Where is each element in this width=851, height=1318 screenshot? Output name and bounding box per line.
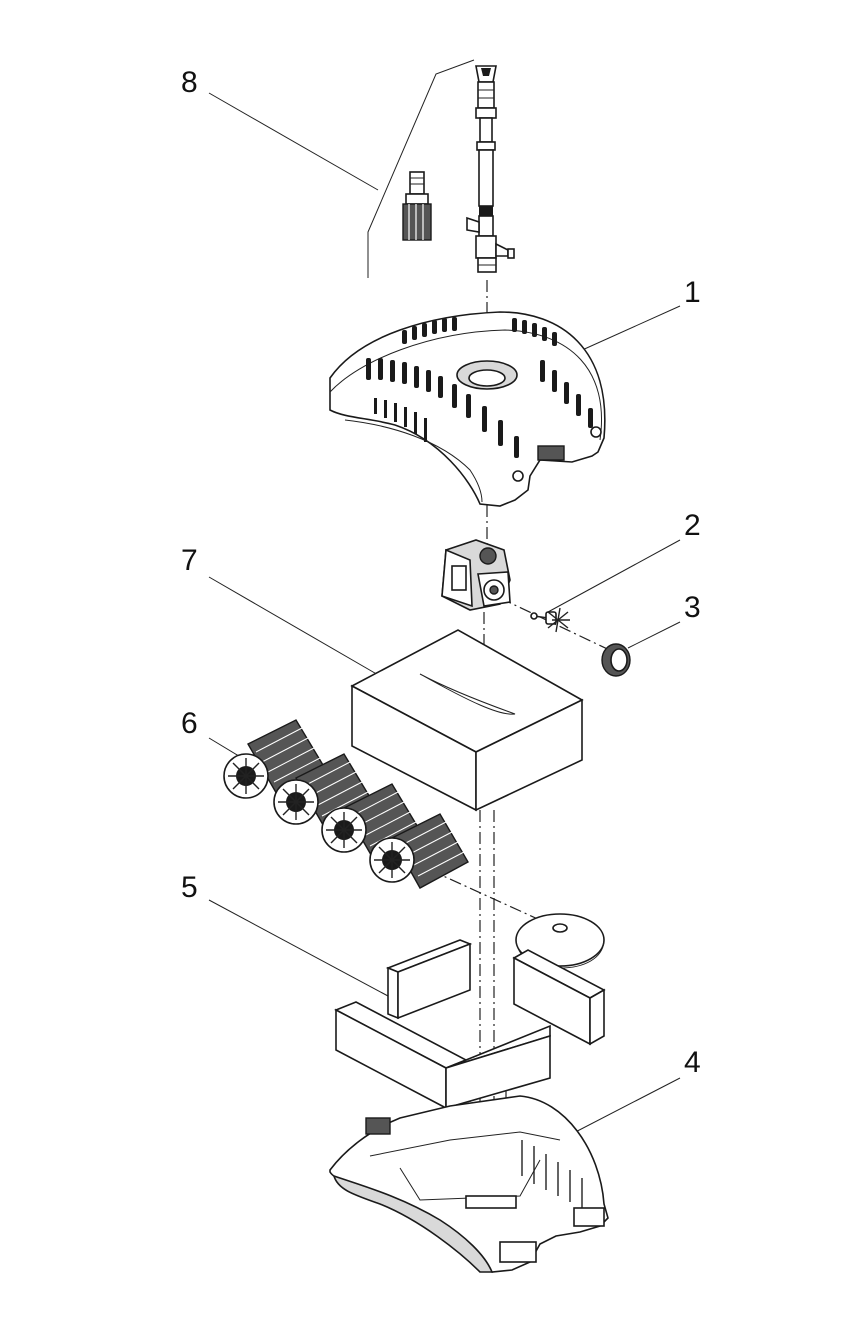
- base-ribs: [521, 1140, 583, 1208]
- callout-5: 5: [181, 871, 198, 904]
- cover-front-grille: [374, 398, 427, 442]
- filter-brushes: [223, 719, 469, 889]
- callout-3: 3: [684, 591, 701, 624]
- cover-vent-slots: [366, 317, 593, 458]
- callout-2: 2: [684, 509, 701, 542]
- filter-brush-3: [321, 783, 423, 861]
- top-cover: [329, 311, 606, 507]
- foam-bar-rear-right: [512, 949, 606, 1046]
- leader-lines: [208, 92, 681, 1141]
- base-housing: [329, 1095, 609, 1273]
- ring-seal: [601, 643, 631, 677]
- callout-7: 7: [181, 544, 198, 577]
- callout-1: 1: [684, 276, 701, 309]
- pump-body: [441, 539, 511, 611]
- foam-bars: [334, 939, 606, 1110]
- impeller: [530, 607, 570, 633]
- foam-block-large: [350, 629, 584, 812]
- filter-brush-4: [369, 813, 469, 889]
- callout-6: 6: [181, 707, 198, 740]
- accessory-bracket: [367, 59, 475, 278]
- foam-bar-front-right: [445, 1024, 551, 1110]
- cover-disc: [515, 913, 605, 969]
- callout-4: 4: [684, 1046, 701, 1079]
- foam-bar-rear-left: [385, 939, 473, 1020]
- adapter-fitting: [402, 171, 432, 241]
- fountain-nozzle: [466, 65, 515, 273]
- callout-8: 8: [181, 66, 198, 99]
